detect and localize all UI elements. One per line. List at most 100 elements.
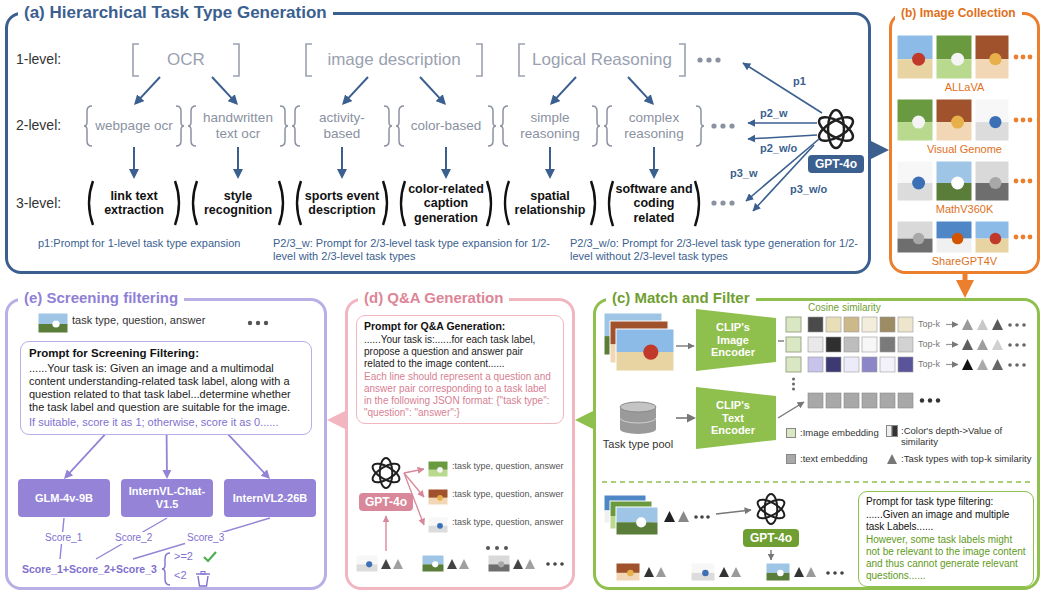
brace-right [280, 106, 288, 146]
level3-task: style recognition [188, 179, 288, 227]
paren-right [591, 181, 595, 225]
gpt-logo-ring [828, 110, 844, 148]
paren-right [175, 181, 179, 225]
node-text: color-related caption generation [406, 182, 486, 225]
node-text: GPT-4o [811, 157, 861, 171]
ellipsis-dot [792, 378, 795, 381]
image-subject [643, 345, 658, 360]
similarity-cell [826, 337, 841, 352]
label-slot: Top-k [918, 359, 940, 370]
label-slot: p3_w/o [790, 183, 827, 196]
legend-swatch [786, 454, 796, 464]
brace-left [292, 106, 300, 146]
model-tag: GPT-4o [743, 529, 799, 547]
ellipsis-dot [1014, 118, 1019, 123]
annotation-label: Top-k [918, 319, 940, 330]
ellipsis-dot [256, 321, 260, 325]
legend-text: :Image embedding [800, 427, 879, 438]
task-type-triangle [525, 559, 535, 569]
thumbnail-image [38, 313, 68, 333]
annotation-label: <2 [174, 569, 187, 582]
ellipsis-dot [1022, 323, 1026, 327]
image-frame [616, 329, 674, 371]
annotation-label: p2_w [760, 107, 788, 120]
thumbnail-image [975, 99, 1009, 141]
ellipsis-dot [840, 571, 844, 575]
image-frame [766, 563, 790, 581]
legend-item: :Image embedding [786, 427, 884, 438]
ellipsis-dot [1015, 363, 1019, 367]
legend-swatch [786, 428, 796, 438]
legend-sample [886, 453, 898, 465]
ellipsis-dot [504, 546, 508, 550]
label-slot: Score_3 [185, 532, 226, 544]
label-slot: p1:Prompt for 1-level task type expansio… [38, 237, 263, 250]
annotation-label: 2-level: [16, 117, 61, 134]
node-text: simple reasoning [510, 110, 590, 141]
task-type-triangle [459, 559, 469, 569]
level2-task: complex reasoning [604, 105, 704, 147]
image-frame [975, 161, 1009, 201]
level2-task: simple reasoning [500, 105, 600, 147]
annotation-label: Top-k [918, 339, 940, 350]
shade-dark [892, 426, 898, 437]
gpt-logo-ring [370, 460, 402, 486]
level2-task: webpage ocr [84, 105, 184, 147]
similarity-cell [898, 317, 913, 332]
bracket-right [476, 44, 482, 76]
flow-arrow [628, 77, 649, 99]
image-subject [989, 53, 1001, 65]
leader-arrow [753, 145, 814, 211]
annotation-label: p3_w [730, 167, 758, 180]
similarity-cell [826, 357, 841, 372]
leader-arrow [404, 469, 424, 473]
flow-arrow [676, 417, 689, 419]
task-type-triangle [977, 319, 988, 330]
thumbnail-image [428, 461, 448, 477]
annotation-label: task type, question, answer [72, 314, 205, 327]
image-frame [975, 35, 1009, 79]
similarity-cell [844, 357, 859, 372]
flow-arrow [139, 77, 160, 99]
thumbnail-image [897, 35, 933, 79]
annotation-label: p1 [793, 75, 806, 88]
label-slot: <2 [174, 569, 187, 582]
image-frame [428, 489, 448, 505]
ellipsis-dot [729, 200, 734, 205]
thumbnail-image [488, 555, 510, 572]
thumbnail-image [975, 161, 1009, 201]
triangle-sample [887, 454, 897, 464]
legend-text: :Task types with top-k similarity [901, 453, 1031, 464]
thumbnail-image [897, 221, 933, 253]
flow-arrow [347, 77, 368, 99]
trash-bin [198, 576, 208, 586]
gpt-logo-ring [755, 496, 787, 522]
encoder-block: CLIP's Image Encoder [696, 309, 776, 371]
panel-title: (e) Screening filtering [18, 289, 184, 307]
ellipsis-dot [711, 123, 716, 128]
image-subject [636, 517, 646, 527]
ellipsis-dot [706, 57, 711, 62]
ellipsis-dot [264, 321, 268, 325]
image-subject [951, 53, 964, 66]
image-frame [691, 563, 715, 581]
annotation-label: Top-k [918, 359, 940, 370]
image-subject [951, 177, 964, 190]
ellipsis-dot [1015, 343, 1019, 347]
similarity-cell [880, 317, 895, 332]
annotation-label: P2/3_w: Prompt for 2/3-level task type e… [273, 237, 558, 263]
bracket-left [133, 44, 139, 76]
node-text: software and coding related [614, 182, 694, 225]
image-frame [428, 517, 448, 533]
ellipsis-dot [560, 562, 564, 566]
thumbnail-image [428, 517, 448, 533]
image-subject [912, 53, 925, 66]
level3-task: spatial relationship [500, 179, 600, 227]
annotation-label: ShareGPT4V [892, 255, 1037, 268]
leader-arrow [385, 516, 386, 551]
node-text: ......Your task is:......for each task l… [364, 334, 556, 370]
node-text: Task type pool [600, 438, 676, 451]
ellipsis-dot [792, 383, 795, 386]
brace-left [188, 106, 196, 146]
image-subject [437, 495, 443, 501]
